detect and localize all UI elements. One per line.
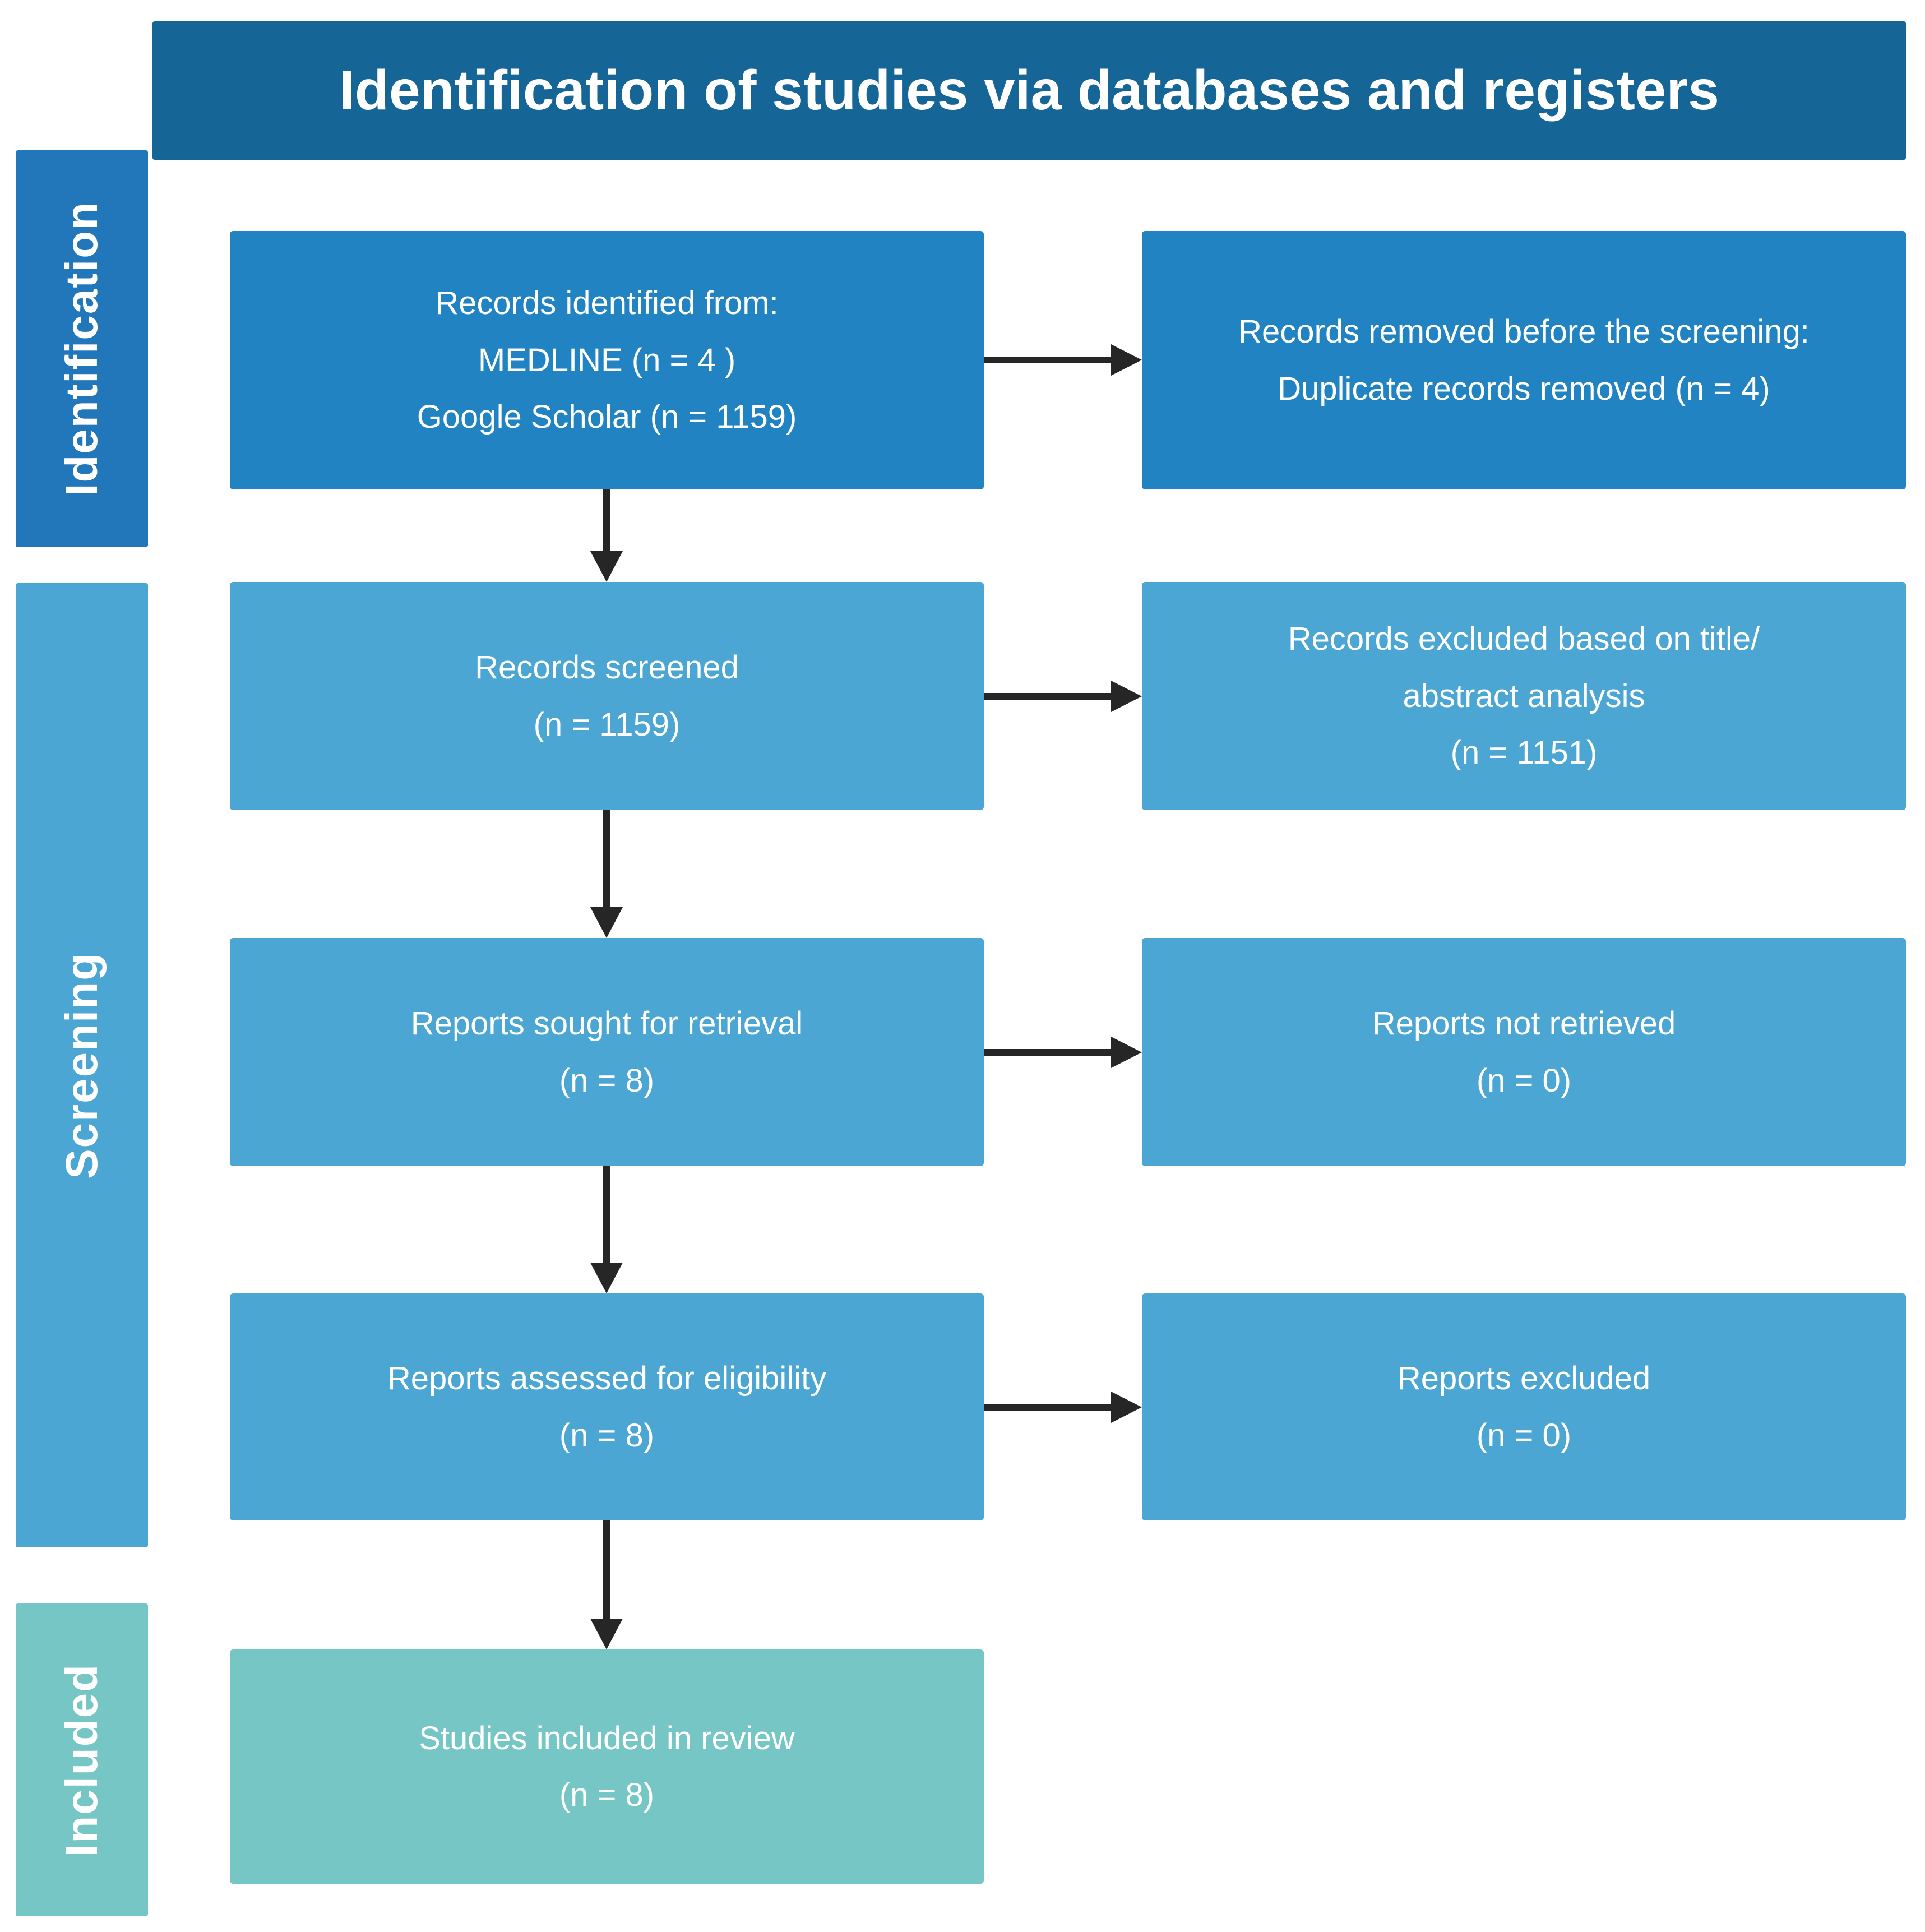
arrow-assessed-to-reports-excluded: [984, 1392, 1142, 1423]
arrow-shaft: [603, 1520, 610, 1620]
box-records-excluded: Records excluded based on title/ abstrac…: [1142, 582, 1906, 810]
box-reports-assessed: Reports assessed for eligibility (n = 8): [230, 1293, 984, 1520]
arrow-assessed-to-included: [590, 1520, 623, 1649]
box-records-identified: Records identified from: MEDLINE (n = 4 …: [230, 231, 984, 489]
arrow-identified-to-screened: [590, 489, 623, 582]
arrow-shaft: [603, 1166, 610, 1264]
arrow-sought-to-not-retrieved: [984, 1037, 1142, 1068]
box-records-removed: Records removed before the screening: Du…: [1142, 231, 1906, 489]
stage-label-identification-text: Identification: [57, 201, 107, 496]
box-reports-excluded: Reports excluded (n = 0): [1142, 1293, 1906, 1520]
arrow-shaft: [984, 357, 1111, 363]
arrow-head-icon: [590, 1619, 623, 1649]
arrow-head-icon: [1111, 344, 1142, 376]
arrow-head-icon: [590, 1263, 623, 1293]
box-records-screened: Records screened (n = 1159): [230, 582, 984, 810]
stage-label-included-text: Included: [57, 1663, 107, 1857]
title-banner: Identification of studies via databases …: [152, 21, 1906, 160]
arrow-shaft: [984, 1404, 1111, 1411]
stage-label-included: Included: [16, 1603, 148, 1916]
stage-label-screening: Screening: [16, 583, 148, 1547]
box-reports-not-retrieved: Reports not retrieved (n = 0): [1142, 938, 1906, 1166]
arrow-identified-to-removed: [984, 344, 1142, 376]
arrow-screened-to-sought: [590, 810, 623, 938]
arrow-screened-to-excluded: [984, 681, 1142, 712]
stage-label-screening-text: Screening: [57, 951, 107, 1179]
arrow-head-icon: [1111, 1037, 1142, 1068]
box-studies-included: Studies included in review (n = 8): [230, 1649, 984, 1884]
arrow-shaft: [603, 489, 610, 553]
arrow-shaft: [603, 810, 610, 909]
arrow-head-icon: [590, 907, 623, 938]
arrow-shaft: [984, 1049, 1111, 1056]
arrow-sought-to-assessed: [590, 1166, 623, 1293]
box-reports-sought: Reports sought for retrieval (n = 8): [230, 938, 984, 1166]
arrow-head-icon: [590, 551, 623, 582]
arrow-head-icon: [1111, 681, 1142, 712]
stage-label-identification: Identification: [16, 150, 148, 547]
arrow-head-icon: [1111, 1392, 1142, 1423]
arrow-shaft: [984, 693, 1111, 700]
